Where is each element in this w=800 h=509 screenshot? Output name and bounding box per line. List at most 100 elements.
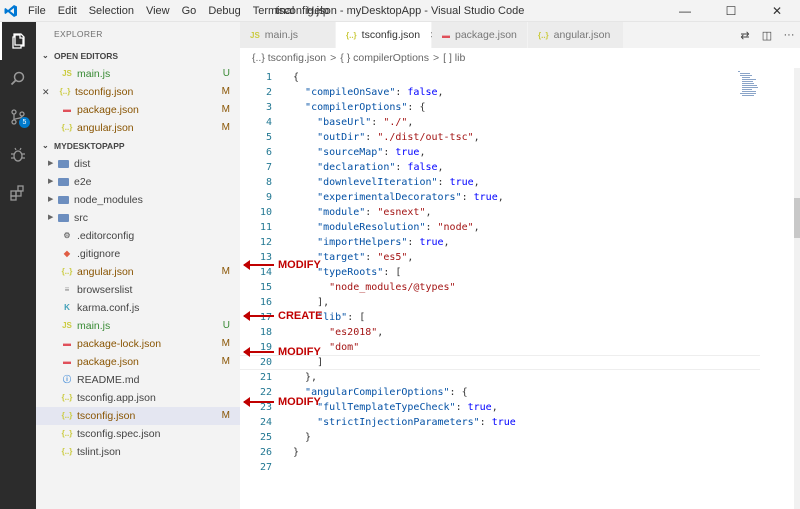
breadcrumb-item[interactable]: { } compilerOptions (340, 52, 429, 64)
code-line[interactable]: 3 "compilerOptions": { (240, 100, 760, 115)
menu-item-terminal[interactable]: Terminal (252, 4, 295, 17)
code-line[interactable]: 16 ], (240, 295, 760, 310)
folder-node-modules[interactable]: ▶node_modules (36, 191, 240, 209)
file-name: .gitignore (77, 248, 121, 260)
code-line[interactable]: 1{ (240, 70, 760, 85)
code-line[interactable]: 24 "strictInjectionParameters": true (240, 415, 760, 430)
maximize-button[interactable]: ☐ (725, 4, 737, 18)
code-line[interactable]: 17 "lib": [ (240, 310, 760, 325)
file-name: README.md (77, 374, 140, 386)
code-line[interactable]: 26} (240, 445, 760, 460)
code-line[interactable]: 27 (240, 460, 760, 475)
scrollbar-thumb[interactable] (794, 198, 800, 238)
menu-item-view[interactable]: View (145, 4, 170, 17)
file-tsconfig-app-json[interactable]: {..}tsconfig.app.json (36, 389, 240, 407)
code-line[interactable]: 9 "experimentalDecorators": true, (240, 190, 760, 205)
editor-scrollbar[interactable] (794, 68, 800, 509)
chevron-right-icon: ▶ (48, 160, 54, 167)
breadcrumb-item[interactable]: [ ] lib (443, 52, 466, 64)
project-header[interactable]: ⌄MYDESKTOPAPP (36, 137, 240, 155)
menu-item-debug[interactable]: Debug (208, 4, 241, 17)
arrow-left-icon (243, 311, 274, 321)
menu-item-selection[interactable]: Selection (88, 4, 134, 17)
file-name: tsconfig.app.json (77, 392, 156, 404)
chevron-right-icon: ▶ (48, 178, 54, 185)
folder-dist[interactable]: ▶dist (36, 155, 240, 173)
minimap[interactable] (736, 70, 766, 98)
menu-item-go[interactable]: Go (181, 4, 197, 17)
code-line[interactable]: 8 "downlevelIteration": true, (240, 175, 760, 190)
code-line[interactable]: 21 }, (240, 370, 760, 385)
folder-e2e[interactable]: ▶e2e (36, 173, 240, 191)
code-line[interactable]: 2 "compileOnSave": false, (240, 85, 760, 100)
tab-label: package.json (455, 29, 517, 41)
code-text: ] (293, 357, 324, 368)
tab-package-json[interactable]: ▬package.json (432, 22, 528, 48)
explorer-icon[interactable] (0, 22, 36, 60)
js-file-icon: JS (62, 69, 72, 78)
code-line[interactable]: 13 "target": "es5", (240, 250, 760, 265)
close-window-button[interactable]: ✕ (771, 4, 783, 18)
file-tslint-json[interactable]: {..}tslint.json (36, 443, 240, 461)
more-actions-icon[interactable]: ··· (783, 29, 795, 41)
code-line[interactable]: 20 ] (240, 355, 760, 370)
code-line[interactable]: 11 "moduleResolution": "node", (240, 220, 760, 235)
tab-tsconfig-json[interactable]: {..}tsconfig.json✕ (336, 22, 438, 48)
menu-item-help[interactable]: Help (306, 4, 329, 17)
code-line[interactable]: 7 "declaration": false, (240, 160, 760, 175)
cfg-file-icon: ⚙ (63, 231, 71, 240)
code-line[interactable]: 23 "fullTemplateTypeCheck": true, (240, 400, 760, 415)
code-text: "typeRoots": [ (317, 267, 402, 278)
code-line[interactable]: 4 "baseUrl": "./", (240, 115, 760, 130)
file-gitignore[interactable]: ◆.gitignore (36, 245, 240, 263)
code-line[interactable]: 19 "dom" (240, 340, 760, 355)
current-line-highlight (240, 355, 760, 370)
code-line[interactable]: 25 } (240, 430, 760, 445)
open-editors-header[interactable]: ⌄OPEN EDITORS (36, 47, 240, 65)
code-line[interactable]: 5 "outDir": "./dist/out-tsc", (240, 130, 760, 145)
breadcrumb-item[interactable]: {..} tsconfig.json (252, 52, 327, 64)
file-editorconfig[interactable]: ⚙.editorconfig (36, 227, 240, 245)
extensions-icon[interactable] (0, 174, 36, 212)
close-icon[interactable]: ✕ (42, 87, 50, 97)
code-line[interactable]: 18 "es2018", (240, 325, 760, 340)
tab-angular-json[interactable]: {..}angular.json (528, 22, 624, 48)
txt-file-icon: ≡ (64, 285, 70, 294)
code-line[interactable]: 15 "node_modules/@types" (240, 280, 760, 295)
debug-icon[interactable] (0, 136, 36, 174)
code-line[interactable]: 6 "sourceMap": true, (240, 145, 760, 160)
code-line[interactable]: 14 "typeRoots": [ (240, 265, 760, 280)
menu-item-file[interactable]: File (28, 4, 46, 17)
split-editor-icon[interactable]: ◫ (761, 29, 773, 42)
folder-src[interactable]: ▶src (36, 209, 240, 227)
line-number: 7 (265, 162, 272, 173)
source-control-icon[interactable]: 5 (0, 98, 36, 136)
minimize-button[interactable]: — (679, 4, 691, 18)
code-line[interactable]: 22 "angularCompilerOptions": { (240, 385, 760, 400)
file-name: main.js (77, 68, 111, 80)
code-editor[interactable]: 1{2 "compileOnSave": false,3 "compilerOp… (240, 68, 800, 509)
file-tsconfig-spec-json[interactable]: {..}tsconfig.spec.json (36, 425, 240, 443)
file-browserslist[interactable]: ≡ browserslist (36, 281, 240, 299)
menu-item-edit[interactable]: Edit (57, 4, 77, 17)
file-name: tsconfig.json (77, 410, 136, 422)
compare-icon[interactable]: ⇄ (740, 29, 750, 42)
code-line[interactable]: 10 "module": "esnext", (240, 205, 760, 220)
search-icon[interactable] (0, 60, 36, 98)
file-name: browserslist (77, 284, 133, 296)
file-name: package.json (77, 356, 139, 368)
code-line[interactable]: 12 "importHelpers": true, (240, 235, 760, 250)
